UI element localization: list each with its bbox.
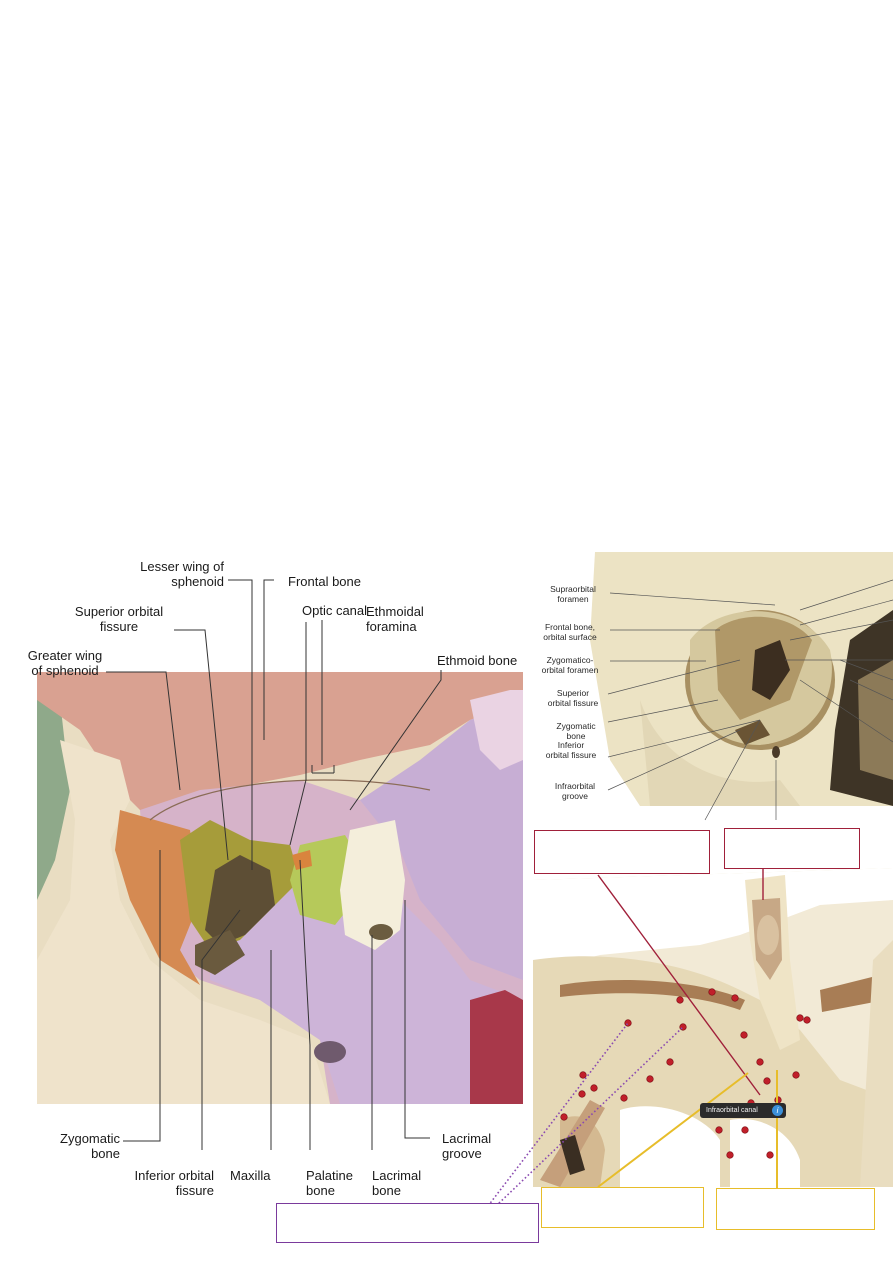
- answer-box-red-right[interactable]: [724, 828, 860, 869]
- label-inferior-orbital-fissure-small: Inferior orbital fissure: [545, 740, 597, 760]
- label-lacrimal-groove: Lacrimal groove: [442, 1131, 492, 1161]
- label-zygomatic-bone-small: Zygomatic bone: [556, 721, 596, 741]
- label-lacrimal-bone: Lacrimal bone: [372, 1168, 422, 1198]
- label-ethmoid-bone: Ethmoid bone: [437, 653, 518, 668]
- label-frontal-bone-orbital-surface: Frontal bone, orbital surface: [543, 622, 597, 642]
- label-zygomatic-bone: Zygomatic bone: [60, 1131, 120, 1161]
- label-ethmoidal-foramina: Ethmoidal foramina: [366, 604, 424, 634]
- label-optic-canal: Optic canal: [302, 603, 368, 618]
- label-greater-wing-of-sphenoid: Greater wing of sphenoid: [27, 648, 103, 678]
- label-zygomatico-orbital-foramen: Zygomatico- orbital foramen: [541, 655, 599, 675]
- label-superior-orbital-fissure-small: Superior orbital fissure: [547, 688, 599, 708]
- answer-box-yellow-right[interactable]: [716, 1188, 875, 1230]
- label-palatine-bone: Palatine bone: [306, 1168, 353, 1198]
- label-inferior-orbital-fissure: Inferior orbital fissure: [134, 1168, 214, 1198]
- label-superior-orbital-fissure: Superior orbital fissure: [74, 604, 164, 634]
- info-icon[interactable]: i: [772, 1105, 783, 1116]
- label-maxilla: Maxilla: [230, 1168, 271, 1183]
- infraorbital-canal-tooltip[interactable]: Infraorbital canal i: [700, 1103, 786, 1118]
- label-infraorbital-groove: Infraorbital groove: [554, 781, 596, 801]
- tooltip-text: Infraorbital canal: [706, 1107, 758, 1114]
- label-supraorbital-foramen: Supraorbital foramen: [550, 584, 596, 604]
- answer-box-purple[interactable]: [276, 1203, 539, 1243]
- label-frontal-bone: Frontal bone: [288, 574, 361, 589]
- answer-box-red-left[interactable]: [534, 830, 710, 874]
- answer-box-yellow-left[interactable]: [541, 1187, 704, 1228]
- label-lesser-wing-of-sphenoid: Lesser wing of sphenoid: [140, 559, 224, 589]
